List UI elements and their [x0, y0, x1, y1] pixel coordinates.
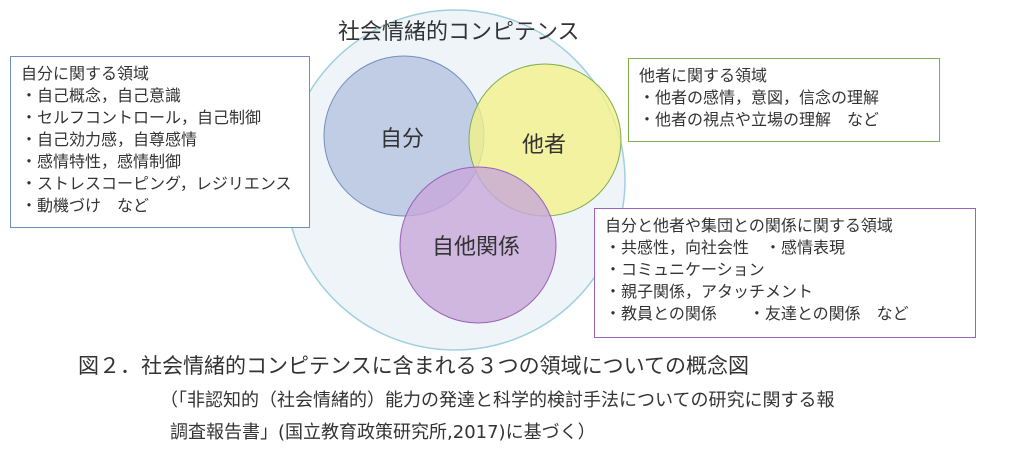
- self-domain-item: ・感情特性，感情制御: [21, 152, 182, 171]
- diagram-title: 社会情緒的コンピテンス: [338, 20, 580, 45]
- relation-domain-title: 自分と他者や集団との関係に関する領域: [605, 216, 893, 235]
- self-domain-box: 自分に関する領域 ・自己概念，自己意識 ・セルフコントロール，自己制御 ・自己効…: [10, 56, 310, 228]
- self-domain-item: ・セルフコントロール，自己制御: [21, 108, 262, 127]
- circle-label-relation: 自他関係: [432, 235, 520, 260]
- relation-domain-box: 自分と他者や集団との関係に関する領域 ・共感性，向社会性 ・感情表現 ・コミュニ…: [594, 208, 976, 338]
- others-domain-title: 他者に関する領域: [639, 66, 768, 85]
- figure-caption: 図２．社会情緒的コンピテンスに含まれる３つの領域についての概念図: [78, 354, 749, 378]
- circle-relation: [399, 166, 557, 324]
- relation-domain-item: ・教員との関係 ・友達との関係 など: [605, 304, 909, 323]
- circle-label-others: 他者: [522, 133, 566, 158]
- circle-label-self: 自分: [380, 127, 424, 152]
- others-domain-item: ・他者の感情，意図，信念の理解: [639, 88, 880, 107]
- self-domain-title: 自分に関する領域: [21, 64, 150, 83]
- self-domain-item: ・自己効力感，自尊感情: [21, 130, 198, 149]
- source-citation-line-1: （「非認知的（社会情緒的）能力の発達と科学的検討手法についての研究に関する報: [160, 390, 835, 411]
- relation-domain-item: ・共感性，向社会性 ・感情表現: [605, 238, 846, 257]
- self-domain-item: ・ストレスコーピング，レジリエンス: [21, 174, 292, 193]
- relation-domain-item: ・親子関係，アタッチメント: [605, 282, 814, 301]
- source-citation-line-2: 調査報告書」(国立教育政策研究所,2017)に基づく）: [170, 422, 596, 443]
- self-domain-item: ・動機づけ など: [21, 196, 150, 215]
- self-domain-item: ・自己概念，自己意識: [21, 86, 182, 105]
- others-domain-item: ・他者の視点や立場の理解 など: [639, 110, 880, 129]
- others-domain-box: 他者に関する領域 ・他者の感情，意図，信念の理解 ・他者の視点や立場の理解 など: [628, 58, 940, 142]
- relation-domain-item: ・コミュニケーション: [605, 260, 765, 279]
